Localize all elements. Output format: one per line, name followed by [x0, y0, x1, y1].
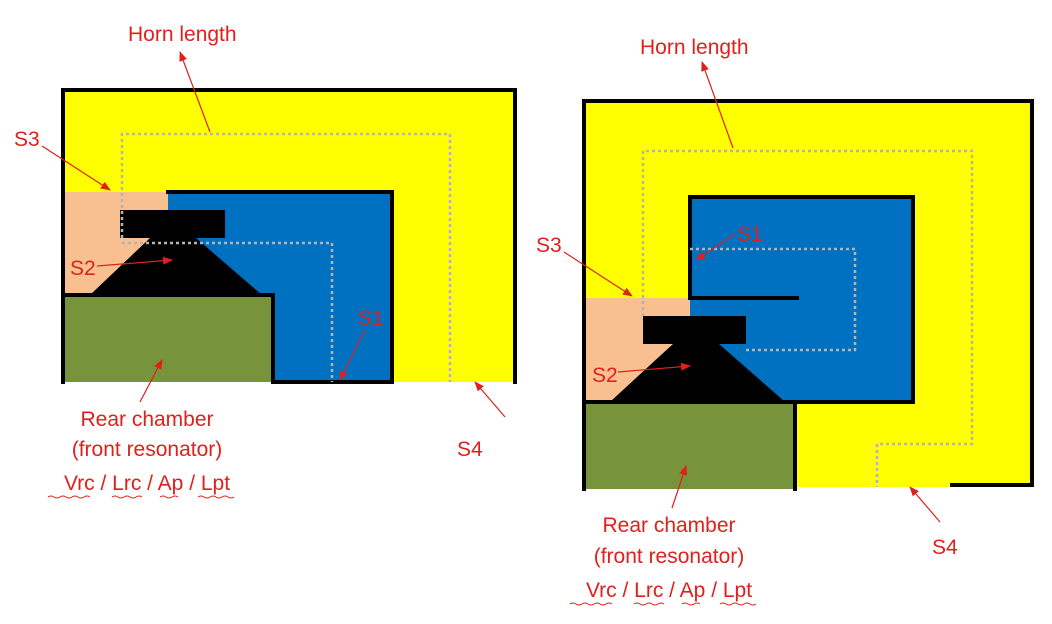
right-s3-label: S3	[536, 234, 562, 257]
right-s2-label: S2	[592, 364, 618, 387]
right-rear-chamber	[584, 402, 795, 489]
left-params-label: Vrc / Lrc / Ap / Lpt	[64, 472, 230, 495]
left-enclosure	[61, 88, 517, 384]
left-s2-label: S2	[70, 257, 96, 280]
right-s4-label: S4	[932, 536, 958, 559]
left-s4-label: S4	[457, 438, 483, 461]
right-params-label: Vrc / Lrc / Ap / Lpt	[586, 579, 752, 602]
right-s1-label: S1	[737, 223, 763, 246]
left-driver-magnet	[120, 210, 225, 238]
left-driver-chamber	[168, 192, 392, 382]
left-horn-length-label: Horn length	[128, 23, 237, 46]
left-s3-label: S3	[14, 128, 40, 151]
right-rear-chamber-sub: (front resonator)	[594, 545, 745, 568]
left-driver-cone	[90, 238, 262, 295]
left-rear-chamber	[63, 295, 272, 382]
right-horn-length-label: Horn length	[640, 36, 749, 59]
right-horn-path	[641, 149, 974, 487]
right-driver-magnet	[643, 316, 746, 344]
left-rear-chamber-sub: (front resonator)	[72, 438, 223, 461]
left-rear-chamber-label: Rear chamber	[80, 408, 213, 431]
right-rear-chamber-label: Rear chamber	[602, 514, 735, 537]
left-s1-label: S1	[358, 307, 384, 330]
right-driver-cone	[611, 344, 784, 401]
right-enclosure	[582, 99, 1034, 491]
